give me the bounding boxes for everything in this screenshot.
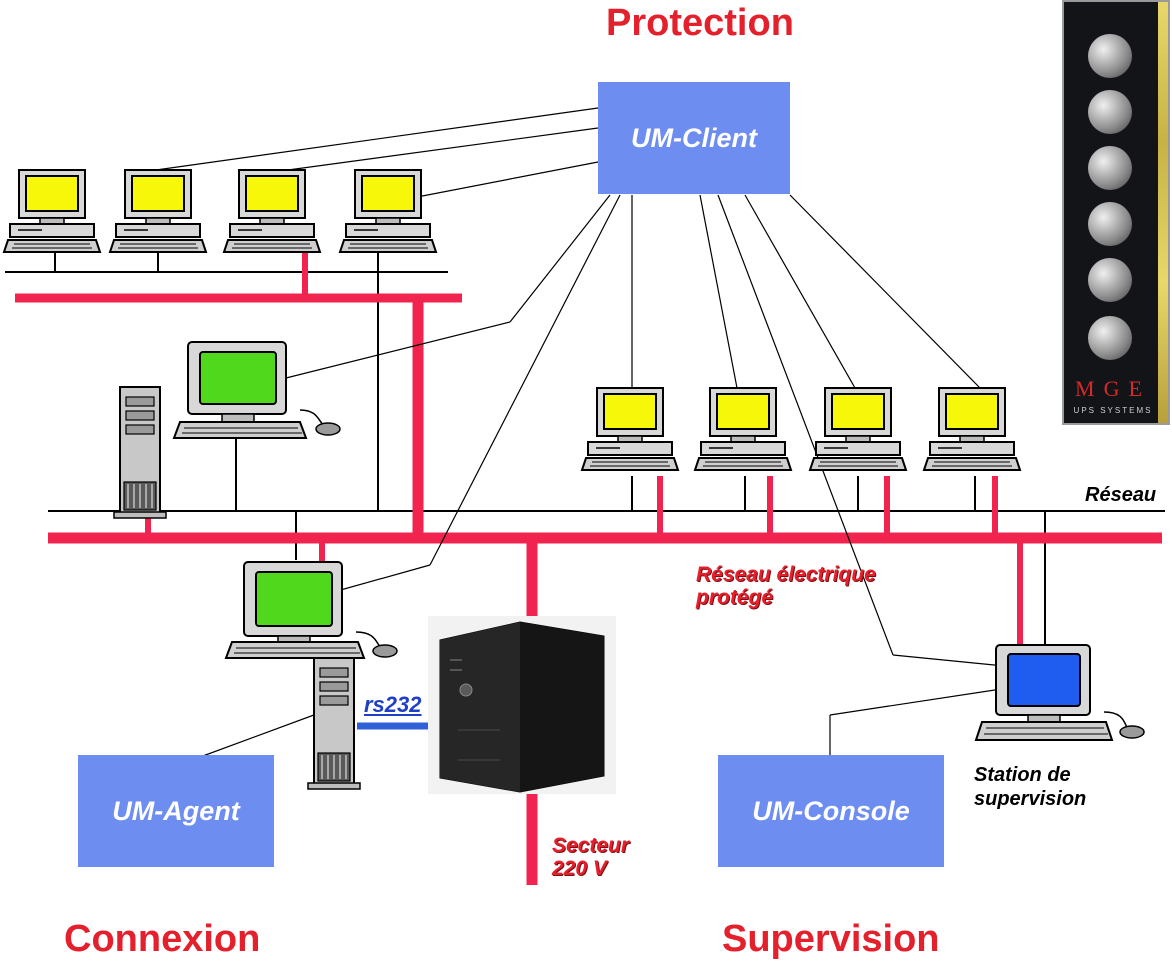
secteur-label: Secteur 220 V bbox=[552, 834, 629, 880]
mge-toolbar-panel: MGE UPS SYSTEMS bbox=[1062, 0, 1170, 425]
client-computer bbox=[809, 387, 907, 471]
reseau-electrique-line2: protégé bbox=[696, 586, 774, 609]
on-off-switch-icon[interactable] bbox=[1088, 316, 1132, 360]
client-computer bbox=[339, 169, 437, 253]
client-computer bbox=[694, 387, 792, 471]
um-console-box: UM-Console bbox=[718, 755, 944, 867]
rs232-label: rs232 bbox=[364, 692, 422, 717]
reseau-electrique-line1: Réseau électrique bbox=[696, 563, 876, 586]
secteur-line1: Secteur bbox=[552, 834, 630, 857]
ups-unit bbox=[428, 616, 616, 794]
client-computer bbox=[109, 169, 207, 253]
mge-subtitle: UPS SYSTEMS bbox=[1073, 406, 1153, 415]
clock-icon[interactable] bbox=[1088, 202, 1132, 246]
client-computer bbox=[923, 387, 1021, 471]
um-client-box: UM-Client bbox=[598, 82, 790, 194]
agent-computer bbox=[224, 561, 398, 790]
client-computer bbox=[581, 387, 679, 471]
reseau-label: Réseau bbox=[1085, 484, 1157, 506]
title-supervision: Supervision bbox=[722, 918, 940, 960]
supervision-station bbox=[974, 644, 1145, 741]
settings-icon[interactable] bbox=[1088, 146, 1132, 190]
title-connexion: Connexion bbox=[64, 918, 261, 960]
alarm-icon[interactable] bbox=[1088, 90, 1132, 134]
station-line1: Station de bbox=[974, 764, 1071, 786]
mge-logo: MGE bbox=[1075, 376, 1151, 401]
data-network-lines bbox=[5, 250, 1165, 648]
client-computer bbox=[223, 169, 321, 253]
panel-stripe bbox=[1158, 2, 1168, 423]
secteur-line2: 220 V bbox=[552, 857, 607, 880]
server-computer bbox=[113, 341, 341, 519]
power-network-lines bbox=[15, 250, 1162, 885]
um-agent-box: UM-Agent bbox=[78, 755, 274, 867]
computer-icon[interactable] bbox=[1088, 34, 1132, 78]
station-label: Station de supervision bbox=[974, 763, 1086, 811]
station-line2: supervision bbox=[974, 788, 1087, 810]
client-computer bbox=[3, 169, 101, 253]
reseau-electrique-label: Réseau électrique protégé bbox=[696, 563, 876, 609]
title-protection: Protection bbox=[606, 2, 794, 44]
search-icon[interactable] bbox=[1088, 258, 1132, 302]
